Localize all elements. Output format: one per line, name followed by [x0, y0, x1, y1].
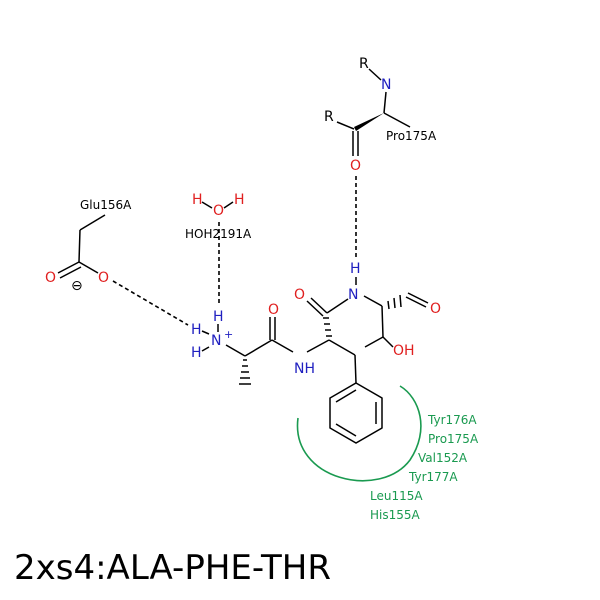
bond-n-h-left2 — [201, 346, 210, 352]
page-title: 2xs4:ALA-PHE-THR — [14, 548, 331, 588]
hydrophobic-label-3: Val152A — [418, 451, 468, 465]
bond-glu-o2 — [78, 261, 99, 274]
hbond-glu-nh — [112, 280, 189, 326]
hydrophobic-label-4: Tyr177A — [408, 470, 458, 484]
bond-aldehyde-c-o-b — [405, 296, 427, 308]
hydrophobic-label-2: Pro175A — [428, 432, 479, 446]
glu156a-fragment: Glu156A O O ⊖ — [45, 198, 132, 294]
negative-charge-icon: ⊖ — [71, 278, 83, 294]
pro-nitrogen: N — [381, 77, 391, 93]
hydrophobic-label-6: His155A — [370, 508, 421, 522]
hydrophobic-label-1: Tyr176A — [427, 413, 477, 427]
phenyl-ring — [329, 382, 383, 444]
positive-charge-icon: + — [224, 328, 233, 341]
bond-glu-chain — [79, 214, 106, 231]
hydrophobic-arc — [296, 385, 422, 482]
bond-water-h1 — [201, 201, 213, 209]
bond-aldehyde-c-o-a — [407, 292, 429, 304]
double-bond-phe-co-a — [310, 297, 328, 314]
hashed-bond-phe-ca — [323, 317, 332, 337]
bond-c-n-peptide1 — [271, 339, 294, 353]
double-bond-glu-o1-b — [59, 266, 82, 279]
glu-oxygen-2: O — [98, 270, 109, 286]
ala-carbonyl-oxygen: O — [268, 302, 279, 318]
bond-n-ca — [383, 91, 387, 114]
bond-r-n — [368, 68, 382, 81]
hoh2191a-label: HOH2191A — [185, 227, 252, 241]
bond-thr-cb-oh — [382, 336, 394, 348]
hydrophobic-contacts: Tyr176A Pro175A Val152A Tyr177A Leu115A … — [296, 385, 479, 522]
bond-n-ca-ala — [225, 344, 246, 357]
hashed-bond-thr-ca — [387, 294, 402, 310]
glu-oxygen-1: O — [45, 270, 56, 286]
ala-nitrogen: N — [211, 333, 221, 349]
glu156a-label: Glu156A — [80, 198, 132, 212]
hydrophobic-label-5: Leu115A — [370, 489, 423, 503]
phe-carbonyl-oxygen: O — [294, 287, 305, 303]
double-bond-phe-co-b — [306, 300, 324, 317]
bond-r-c — [336, 121, 355, 130]
bond-n-h-left1 — [201, 330, 210, 335]
bond-ca-label — [383, 112, 411, 128]
bond-thr-cb-methyl — [364, 336, 384, 348]
double-bond-glu-o1-a — [57, 261, 80, 274]
bond-n-ca-phe — [306, 339, 330, 353]
hashed-bond-ala-methyl — [239, 359, 251, 385]
thr-nitrogen: N — [348, 287, 358, 303]
thr-hydroxyl: OH — [393, 343, 415, 359]
bond-phe-ca-cb — [328, 339, 356, 356]
ala-n-hydrogen-left-2: H — [191, 345, 202, 361]
pro175a-label: Pro175A — [386, 129, 437, 143]
water-hydrogen-2: H — [234, 192, 245, 208]
ala-phe-amide-nh: NH — [294, 361, 315, 377]
ala-n-hydrogen-top: H — [213, 309, 224, 325]
water-hoh2191a: H O H HOH2191A — [185, 192, 252, 241]
pro175a-fragment: R N R O Pro175A — [324, 56, 437, 174]
hydrogen-bonds — [112, 176, 357, 326]
r-left-label: R — [324, 109, 334, 125]
water-oxygen: O — [213, 203, 224, 219]
bond-thr-n-ca — [363, 295, 383, 307]
ala-n-hydrogen-left-1: H — [191, 322, 202, 338]
wedge-bond-ca-c — [354, 113, 384, 131]
bond-ca-c-ala — [244, 339, 273, 357]
bond-phe-cb-ring — [354, 354, 357, 384]
thr-aldehyde-oxygen: O — [430, 301, 441, 317]
water-hydrogen-1: H — [192, 192, 203, 208]
pro-carbonyl-oxygen: O — [350, 158, 361, 174]
bond-thr-ca-cb — [381, 305, 384, 338]
bond-c-n-peptide2 — [326, 298, 349, 314]
r-top-label: R — [359, 56, 369, 72]
thr-n-hydrogen: H — [350, 261, 361, 277]
bond-water-h2 — [223, 201, 234, 209]
bond-glu-cb — [78, 229, 81, 263]
ligand-ala-phe-thr: H H N + H O NH — [191, 261, 441, 444]
